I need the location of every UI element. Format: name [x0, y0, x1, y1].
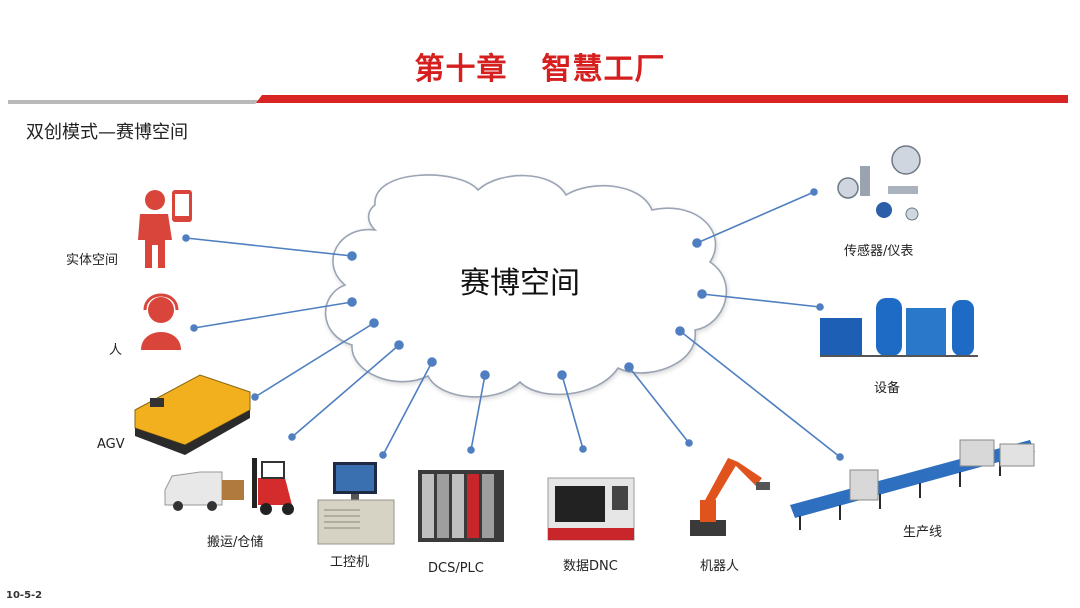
link-dot [347, 251, 357, 261]
link-dot [182, 234, 190, 242]
link-dot [816, 303, 824, 311]
link-person [193, 301, 353, 329]
link-handling [291, 344, 400, 438]
link-dot [394, 340, 404, 350]
chapter-label: 第十章 [414, 52, 508, 87]
link-dot [836, 453, 844, 461]
link-dot [579, 445, 587, 453]
label-dnc: 数据DNC [563, 559, 618, 574]
cnc-machine-icon [547, 477, 635, 541]
link-dot [369, 318, 379, 328]
link-dnc [561, 374, 584, 450]
link-dot [810, 188, 818, 196]
link-dot [467, 446, 475, 454]
chapter-title: 智慧工厂 [541, 52, 666, 87]
label-robot: 机器人 [700, 559, 740, 574]
page-code: 10-5-2 [6, 590, 43, 601]
link-dot [692, 238, 702, 248]
label-physical-space: 实体空间 [66, 253, 119, 268]
robot-arm-icon [690, 458, 770, 536]
label-dcs-plc: DCS/PLC [428, 561, 484, 576]
link-dot [427, 357, 437, 367]
link-dot [675, 326, 685, 336]
cloud-label: 赛博空间 [460, 266, 580, 301]
link-production-line [679, 330, 841, 458]
label-person: 人 [109, 343, 123, 358]
headset-person-icon [141, 293, 181, 350]
sensors-instruments-icon [837, 145, 921, 221]
plc-rack-icon [418, 470, 504, 542]
label-agv: AGV [97, 437, 125, 452]
link-dot [190, 324, 198, 332]
link-dot [697, 289, 707, 299]
label-sensors: 传感器/仪表 [844, 244, 914, 259]
link-dot [480, 370, 490, 380]
label-production-line: 生产线 [903, 525, 943, 540]
link-physical-space [185, 237, 353, 257]
link-dot [379, 451, 387, 459]
label-equipment: 设备 [874, 381, 901, 396]
link-dot [557, 370, 567, 380]
link-dot [288, 433, 296, 441]
production-line-icon [790, 439, 1035, 530]
van-forklift-icon [164, 458, 294, 515]
link-dot [347, 297, 357, 307]
link-ipc [382, 361, 433, 456]
link-dcs-plc [470, 374, 486, 451]
link-robot [628, 366, 690, 444]
header-rule-gray [8, 100, 260, 104]
agv-vehicle-icon [134, 374, 251, 455]
link-dot [685, 439, 693, 447]
label-handling: 搬运/仓储 [207, 535, 264, 550]
link-dot [624, 362, 634, 372]
page-title: 第十章智慧工厂 [0, 44, 1080, 88]
industrial-pc-icon [317, 462, 395, 545]
link-agv [254, 322, 375, 398]
section-subtitle: 双创模式—赛博空间 [26, 122, 188, 143]
link-sensors [696, 191, 815, 244]
label-ipc: 工控机 [330, 555, 370, 570]
equipment-tanks-icon [820, 298, 978, 357]
header-rule-red [256, 95, 1068, 103]
person-with-phone-icon [138, 190, 192, 268]
link-equipment [701, 293, 821, 308]
link-dot [251, 393, 259, 401]
